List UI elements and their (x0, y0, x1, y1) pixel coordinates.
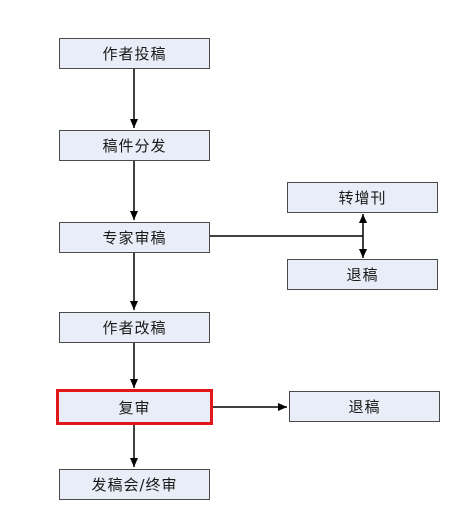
node-transfer-supplement: 转增刊 (287, 182, 438, 213)
node-final-meeting: 发稿会/终审 (59, 469, 210, 500)
node-label: 退稿 (346, 266, 379, 284)
node-author-revise: 作者改稿 (59, 312, 210, 343)
node-label: 转增刊 (338, 189, 387, 207)
node-label: 复审 (118, 398, 151, 417)
node-label: 退稿 (348, 398, 381, 416)
node-label: 发稿会/终审 (91, 476, 178, 494)
node-reject-2: 退稿 (289, 391, 440, 422)
node-author-submit: 作者投稿 (59, 38, 210, 69)
node-label: 作者投稿 (102, 45, 167, 63)
node-label: 作者改稿 (102, 319, 167, 337)
node-label: 稿件分发 (102, 137, 167, 155)
node-re-review: 复审 (56, 389, 213, 425)
node-reject-1: 退稿 (287, 259, 438, 290)
node-label: 专家审稿 (102, 229, 167, 247)
node-expert-review: 专家审稿 (59, 222, 210, 253)
node-distribute: 稿件分发 (59, 130, 210, 161)
